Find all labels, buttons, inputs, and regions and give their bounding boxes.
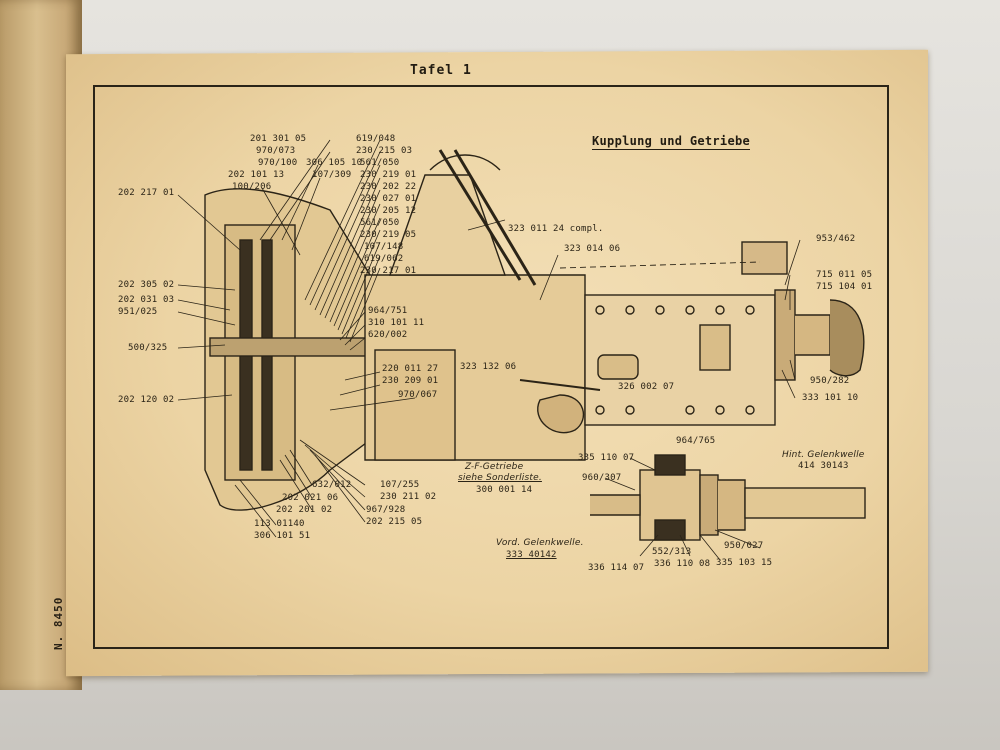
part-label: 715 104 01 bbox=[816, 282, 873, 292]
part-label: 107/255 bbox=[380, 480, 420, 490]
part-label: 323 132 06 bbox=[460, 362, 517, 372]
zf-gearbox-note: Z-F-Getriebe bbox=[465, 462, 524, 472]
part-label: 230 202 22 bbox=[360, 182, 417, 192]
part-label: 950/027 bbox=[724, 541, 764, 551]
part-label: 202 021 06 bbox=[282, 493, 339, 503]
part-label: 335 103 15 bbox=[716, 558, 773, 568]
part-label: 220 011 27 bbox=[382, 364, 439, 374]
part-label: 300 001 14 bbox=[476, 485, 533, 495]
part-label: 107/148 bbox=[364, 242, 404, 252]
part-label: 953/462 bbox=[816, 234, 856, 244]
part-label: 323 014 06 bbox=[564, 244, 621, 254]
part-label: 306 105 10 bbox=[306, 158, 363, 168]
part-label: 202 101 13 bbox=[228, 170, 285, 180]
part-label: 230 205 12 bbox=[360, 206, 417, 216]
part-label: 619/062 bbox=[364, 254, 404, 264]
rear-driveshaft-note: Hint. Gelenkwelle bbox=[782, 450, 865, 460]
part-label: 619/048 bbox=[356, 134, 396, 144]
part-label: 202 305 02 bbox=[118, 280, 175, 290]
part-label: 970/067 bbox=[398, 390, 438, 400]
front-driveshaft-note: Vord. Gelenkwelle. bbox=[496, 538, 584, 548]
part-label: 552/313 bbox=[652, 547, 692, 557]
part-label: 970/073 bbox=[256, 146, 296, 156]
part-label: 230 219 05 bbox=[360, 230, 417, 240]
part-label: 202 031 03 bbox=[118, 295, 175, 305]
part-label: 964/751 bbox=[368, 306, 408, 316]
part-label: 970/100 bbox=[258, 158, 298, 168]
part-label: 100/206 bbox=[232, 182, 272, 192]
diagram-title: Kupplung und Getriebe bbox=[592, 134, 751, 150]
part-label: 230 209 01 bbox=[382, 376, 439, 386]
part-label: 113 01140 bbox=[254, 519, 305, 529]
part-label: 306 101 51 bbox=[254, 531, 311, 541]
part-label: 715 011 05 bbox=[816, 270, 873, 280]
part-label: 201 301 05 bbox=[250, 134, 307, 144]
zf-gearbox-note: siehe Sonderliste. bbox=[458, 473, 542, 483]
part-label: 620/002 bbox=[368, 330, 408, 340]
part-label: 326 002 07 bbox=[618, 382, 675, 392]
part-label: 964/765 bbox=[676, 436, 716, 446]
part-label: 202 120 02 bbox=[118, 395, 175, 405]
part-label: 336 110 08 bbox=[654, 559, 711, 569]
part-label: 561/050 bbox=[360, 158, 400, 168]
part-label: 230 215 03 bbox=[356, 146, 413, 156]
plate-number: Tafel 1 bbox=[410, 63, 472, 78]
part-label: 333 101 10 bbox=[802, 393, 859, 403]
part-label: 561/050 bbox=[360, 218, 400, 228]
part-label: 230 027 01 bbox=[360, 194, 417, 204]
part-label: 323 011 24 compl. bbox=[508, 224, 604, 234]
part-label: 951/025 bbox=[118, 307, 158, 317]
part-label: 202 201 02 bbox=[276, 505, 333, 515]
page-border-frame bbox=[93, 85, 889, 649]
part-label: 960/307 bbox=[582, 473, 622, 483]
part-label: 230 211 02 bbox=[380, 492, 437, 502]
part-label: 500/325 bbox=[128, 343, 168, 353]
part-label: 950/282 bbox=[810, 376, 850, 386]
part-label: 202 215 05 bbox=[366, 517, 423, 527]
part-label: 632/012 bbox=[312, 480, 352, 490]
part-label: 967/928 bbox=[366, 505, 406, 515]
part-label: 230 217 01 bbox=[360, 266, 417, 276]
part-label: 107/309 bbox=[312, 170, 352, 180]
part-label: 310 101 11 bbox=[368, 318, 425, 328]
part-label: 414 30143 bbox=[798, 461, 849, 471]
page-stamp: N. 8450 bbox=[52, 596, 65, 650]
part-label: 335 110 07 bbox=[578, 453, 635, 463]
part-label: 333 40142 bbox=[506, 550, 557, 560]
part-label: 336 114 07 bbox=[588, 563, 645, 573]
part-label: 202 217 01 bbox=[118, 188, 175, 198]
part-label: 230 219 01 bbox=[360, 170, 417, 180]
